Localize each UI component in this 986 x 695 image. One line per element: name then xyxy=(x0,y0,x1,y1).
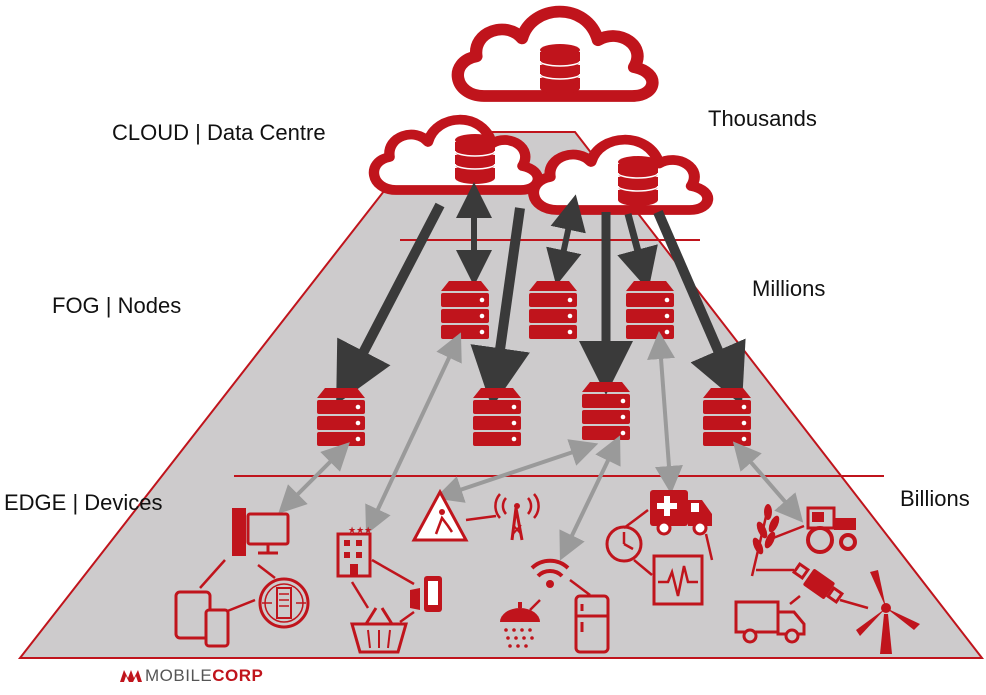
edge-scale-label: Billions xyxy=(900,486,970,511)
server-rack-icon xyxy=(258,577,310,629)
wind-turbine-icon xyxy=(856,570,920,654)
logo-mark-icon xyxy=(120,670,142,682)
server-icon xyxy=(441,281,489,339)
phone-icon xyxy=(410,576,442,612)
cloud-tier xyxy=(374,12,708,210)
truck-icon xyxy=(734,600,806,644)
fog-scale-label: Millions xyxy=(752,276,826,301)
wheat-icon xyxy=(750,504,780,577)
satellite-icon xyxy=(791,561,845,605)
server-icon xyxy=(626,281,674,339)
heart-monitor-icon xyxy=(652,554,704,606)
shopping-basket-icon xyxy=(350,607,408,654)
construction-icon xyxy=(411,488,469,542)
database-icon xyxy=(617,155,659,207)
logo-text-bold: CORP xyxy=(212,666,264,685)
fog-tier-label: FOG | Nodes xyxy=(52,293,182,318)
edge-tier-label: EDGE | Devices xyxy=(4,490,163,515)
server-icon xyxy=(317,388,365,446)
clock-icon xyxy=(605,525,643,563)
server-icon xyxy=(473,388,521,446)
shower-icon xyxy=(500,602,540,648)
cloud-tier-label: CLOUD | Data Centre xyxy=(112,120,326,145)
cloud-fog-links xyxy=(336,182,746,408)
database-icon xyxy=(539,43,581,95)
tablet-icon xyxy=(174,590,230,648)
tractor-icon xyxy=(806,506,857,554)
fog-edge-links xyxy=(278,331,804,561)
edge-tier: ★★★ xyxy=(174,488,920,654)
antenna-icon xyxy=(494,493,540,541)
svg-text:★★★: ★★★ xyxy=(348,526,372,536)
server-icon xyxy=(582,382,630,440)
wifi-icon xyxy=(530,558,570,588)
ambulance-icon xyxy=(650,490,712,536)
cloud-scale-label: Thousands xyxy=(708,106,817,131)
logo-text-light: MOBILE xyxy=(145,666,213,685)
database-icon xyxy=(454,133,496,185)
building-icon: ★★★ xyxy=(336,526,372,578)
server-icon xyxy=(529,281,577,339)
desktop-icon xyxy=(232,508,290,556)
fridge-icon xyxy=(574,594,610,654)
company-logo: MOBILECORP xyxy=(120,666,263,686)
server-icon xyxy=(703,388,751,446)
